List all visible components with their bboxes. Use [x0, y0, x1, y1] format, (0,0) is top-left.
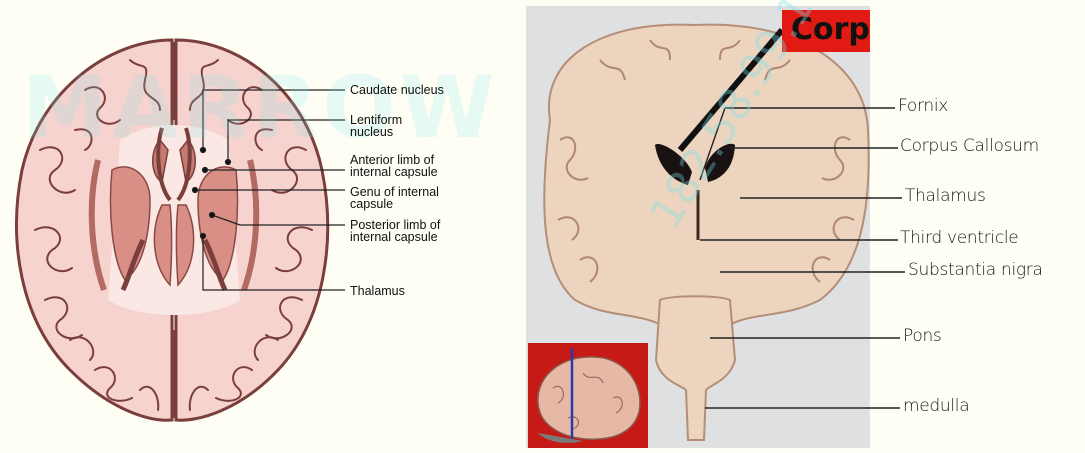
label-thalamus-specimen: Thalamus: [905, 186, 986, 206]
label-lentiform-nucleus: Lentiform nucleus: [350, 114, 402, 138]
label-third-ventricle: Third ventricle: [900, 228, 1018, 248]
label-substantia-nigra: Substantia nigra: [908, 260, 1043, 280]
label-posterior-limb: Posterior limb of internal capsule: [350, 219, 440, 243]
label-medulla: medulla: [903, 396, 969, 416]
label-genu: Genu of internal capsule: [350, 186, 439, 210]
coronal-brain-specimen: Fornix Corpus Callosum Thalamus Third ve…: [520, 0, 1085, 448]
label-thalamus: Thalamus: [350, 285, 405, 297]
label-anterior-limb: Anterior limb of internal capsule: [350, 154, 438, 178]
label-pons: Pons: [903, 326, 941, 346]
inset-whole-brain-photo: [528, 343, 648, 448]
watermark-text: MARROW: [22, 58, 499, 158]
label-corpus-callosum: Corpus Callosum: [900, 136, 1039, 156]
label-fornix: Fornix: [898, 96, 948, 116]
label-caudate-nucleus: Caudate nucleus: [350, 84, 444, 96]
axial-brain-diagram: MARROW Caudate nucleus Lentiform nucleus…: [0, 0, 520, 448]
